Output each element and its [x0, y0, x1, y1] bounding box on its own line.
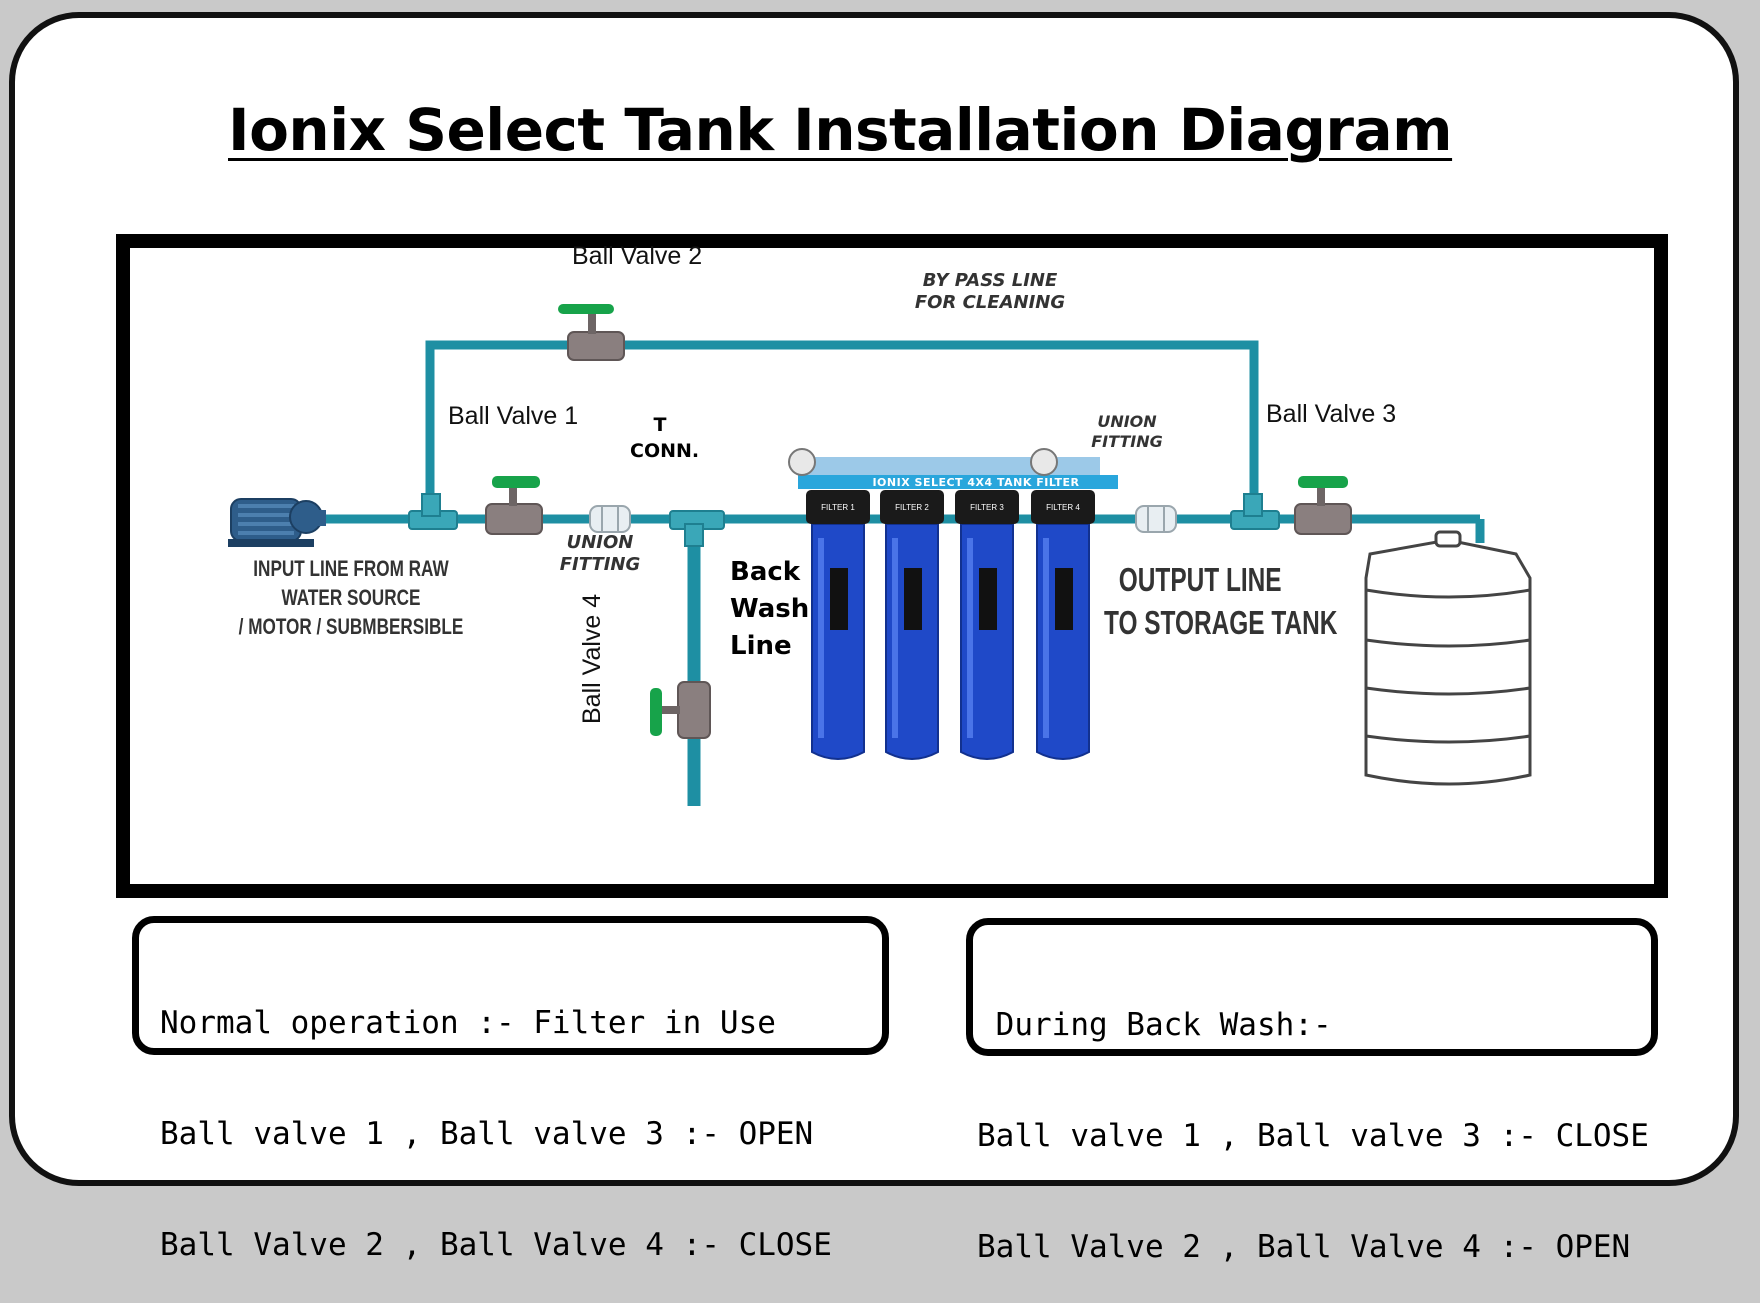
plumbing-diagram: FILTER 1 FILTER 2 FILTER 3 FILTER 4	[228, 304, 1532, 806]
bypass-line-text-1: BY PASS LINE	[922, 270, 1058, 291]
filter-housing-4: FILTER 4	[1031, 490, 1095, 760]
union-fitting-right-label: UNION FITTING	[1080, 412, 1174, 452]
t-fitting-right-stem	[1243, 493, 1263, 517]
union-fitting-left-text-2: FITTING	[559, 554, 641, 575]
normal-operation-line-1: Ball valve 1 , Ball valve 3 :- OPEN	[160, 1116, 814, 1152]
union-fitting-right-text-2: FITTING	[1091, 432, 1163, 451]
input-line-label: INPUT LINE FROM RAW WATER SOURCE / MOTOR…	[234, 554, 468, 641]
t-connector-label: T CONN.	[630, 412, 700, 464]
normal-operation-note: Normal operation :- Filter in Use Ball v…	[132, 916, 889, 1263]
t-connector-text-2: CONN.	[630, 440, 700, 462]
backwash-operation-heading: During Back Wash:-	[977, 1007, 1332, 1043]
ball-valve-1-label: Ball Valve 1	[448, 402, 579, 430]
pump-motor	[228, 498, 326, 547]
union-fitting-right	[1135, 505, 1177, 533]
t-fitting-left-stem	[421, 493, 441, 517]
backwash-operation-line-2: Ball Valve 2 , Ball Valve 4 :- OPEN	[977, 1229, 1631, 1265]
backwash-line-text-2: Wash	[730, 594, 810, 624]
filter-label-4: FILTER 4	[1046, 503, 1080, 512]
installation-diagram: FILTER 1 FILTER 2 FILTER 3 FILTER 4 Ball Va…	[116, 234, 1668, 898]
page-title: Ionix Select Tank Installation Diagram	[228, 96, 1453, 164]
filter-label-2: FILTER 2	[895, 503, 929, 512]
normal-operation-line-2: Ball Valve 2 , Ball Valve 4 :- CLOSE	[160, 1227, 832, 1263]
backwash-line-text-1: Back	[730, 557, 801, 587]
output-line-label: OUTPUT LINE TO STORAGE TANK	[1104, 558, 1338, 644]
ball-valve-3-label: Ball Valve 3	[1266, 400, 1397, 428]
filter-banner-label: IONIX SELECT 4X4 TANK FILTER	[872, 476, 1080, 489]
filter-housing-3: FILTER 3	[955, 490, 1019, 760]
output-line-text-1: OUTPUT LINE	[1118, 561, 1282, 598]
input-line-text-3: / MOTOR / SUBMBERSIBLE	[238, 614, 464, 639]
filter-bank	[788, 448, 1118, 489]
bypass-line-text-2: FOR CLEANING	[914, 292, 1066, 313]
filter-housing-2: FILTER 2	[880, 490, 944, 760]
bypass-pipe	[425, 340, 1259, 509]
ball-valve-3	[1294, 476, 1352, 535]
input-line-text-2: WATER SOURCE	[281, 585, 421, 610]
ball-valve-2	[558, 304, 625, 361]
backwash-line-text-3: Line	[730, 631, 792, 661]
union-fitting-left-label: UNION FITTING	[550, 532, 650, 576]
ball-valve-4-label: Ball Valve 4	[578, 593, 606, 724]
normal-operation-heading: Normal operation :- Filter in Use	[160, 1005, 776, 1041]
backwash-line-label: Back Wash Line	[730, 554, 809, 665]
backwash-operation-line-1: Ball valve 1 , Ball valve 3 :- CLOSE	[977, 1118, 1649, 1154]
ball-valve-2-label: Ball Valve 2	[572, 242, 703, 270]
ball-valve-4	[650, 681, 711, 739]
output-line-text-2: TO STORAGE TANK	[1104, 604, 1338, 641]
filter-housings: FILTER 1 FILTER 2 FILTER 3 FILTER 4	[806, 490, 1095, 760]
storage-tank	[1364, 530, 1532, 786]
t-connector-text-1: T	[653, 414, 667, 436]
filter-housing-1: FILTER 1	[806, 490, 870, 760]
filter-label-1: FILTER 1	[821, 503, 855, 512]
filter-label-3: FILTER 3	[970, 503, 1004, 512]
input-line-text-1: INPUT LINE FROM RAW	[253, 556, 449, 581]
backwash-operation-note: During Back Wash:- Ball valve 1 , Ball v…	[966, 918, 1658, 1265]
ball-valve-1	[485, 476, 543, 535]
union-fitting-right-text-1: UNION	[1097, 412, 1157, 431]
union-fitting-left	[589, 505, 631, 533]
union-fitting-left-text-1: UNION	[566, 532, 634, 553]
bypass-line-label: BY PASS LINE FOR CLEANING	[890, 270, 1090, 314]
t-connector-stem	[684, 523, 704, 547]
